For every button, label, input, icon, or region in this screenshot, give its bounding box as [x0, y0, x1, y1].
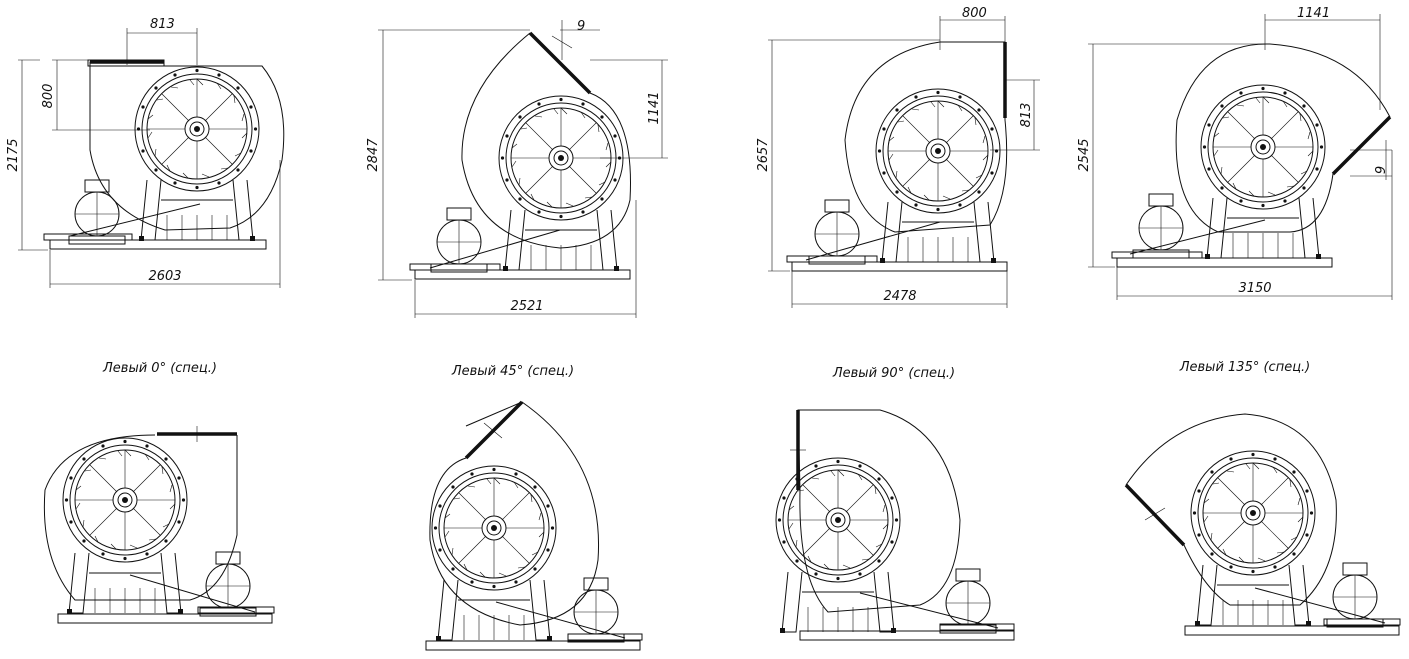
caption-left-135: Левый 135° (спец.): [1179, 360, 1311, 375]
dim-label: 2175: [6, 138, 21, 171]
fan-view-left-0-dimensioned: 813 800 2175 2603: [6, 17, 285, 288]
fan-view-left-45-plain: [425, 400, 643, 651]
dim-label: 813: [1019, 103, 1034, 128]
dim-label: 2603: [148, 269, 181, 284]
fan-view-left-90-plain: [775, 409, 1015, 641]
caption-left-0: Левый 0° (спец.): [102, 361, 217, 376]
caption-left-45: Левый 45° (спец.): [451, 364, 574, 379]
caption-left-90: Левый 90° (спец.): [832, 366, 955, 381]
dim-label: 2847: [366, 138, 381, 172]
dim-label: 800: [962, 6, 987, 21]
dim-label: 800: [41, 84, 56, 109]
fan-view-left-135-dimensioned: 1141 9 2545 3150: [1077, 6, 1393, 300]
dim-label: 2521: [510, 299, 543, 314]
fan-view-left-45-dimensioned: 9 1141 2847 2521: [366, 19, 668, 318]
dim-label: 9: [577, 19, 585, 34]
fan-view-left-135-plain: [1124, 413, 1401, 636]
dim-label: 813: [150, 17, 175, 32]
fan-view-left-90-dimensioned: 800 813 2657 2478: [756, 6, 1040, 308]
dim-label: 1141: [1297, 6, 1330, 21]
fan-view-left-0-plain: [43, 426, 275, 624]
dim-label: 1141: [647, 91, 662, 124]
dim-label: 9: [1374, 166, 1389, 174]
dim-label: 2545: [1077, 138, 1092, 171]
dim-label: 2478: [883, 289, 916, 304]
dim-label: 3150: [1238, 281, 1271, 296]
dim-label: 2657: [756, 138, 771, 172]
